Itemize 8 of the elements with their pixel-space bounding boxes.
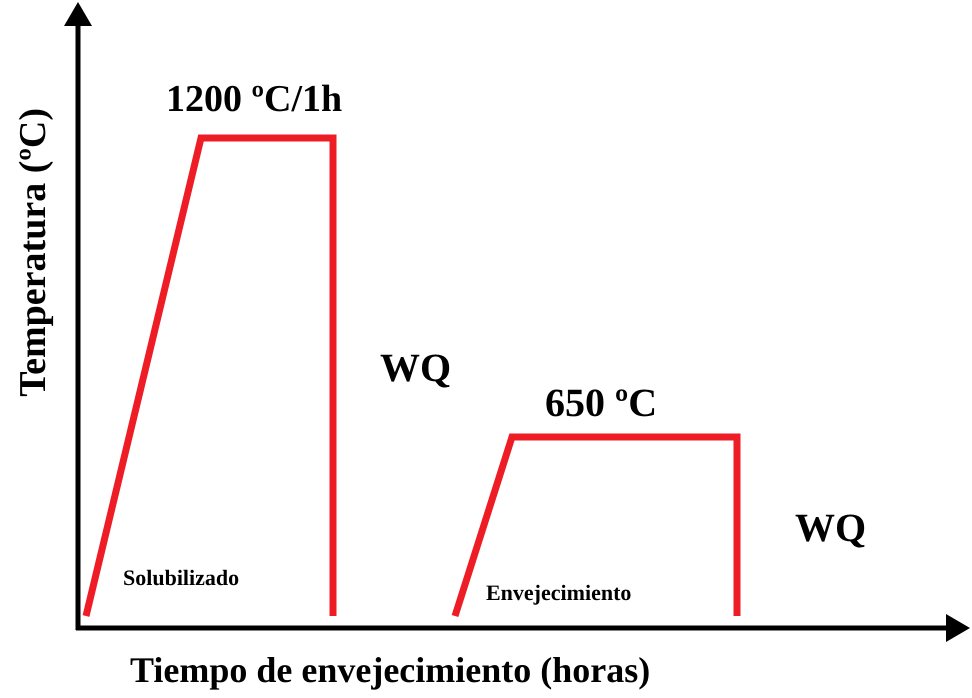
temperature-label: 1200 ºC/1h bbox=[166, 80, 342, 118]
quench-label: WQ bbox=[795, 508, 866, 548]
stage-label: Solubilizado bbox=[123, 567, 240, 589]
stage-label: Envejecimiento bbox=[486, 582, 632, 604]
quench-label: WQ bbox=[380, 348, 452, 388]
axis-title: Tiempo de envejecimiento (horas) bbox=[130, 652, 650, 688]
temperature-label: 650 ºC bbox=[545, 383, 658, 423]
axis-title: Temperatura (ºC) bbox=[14, 108, 52, 397]
